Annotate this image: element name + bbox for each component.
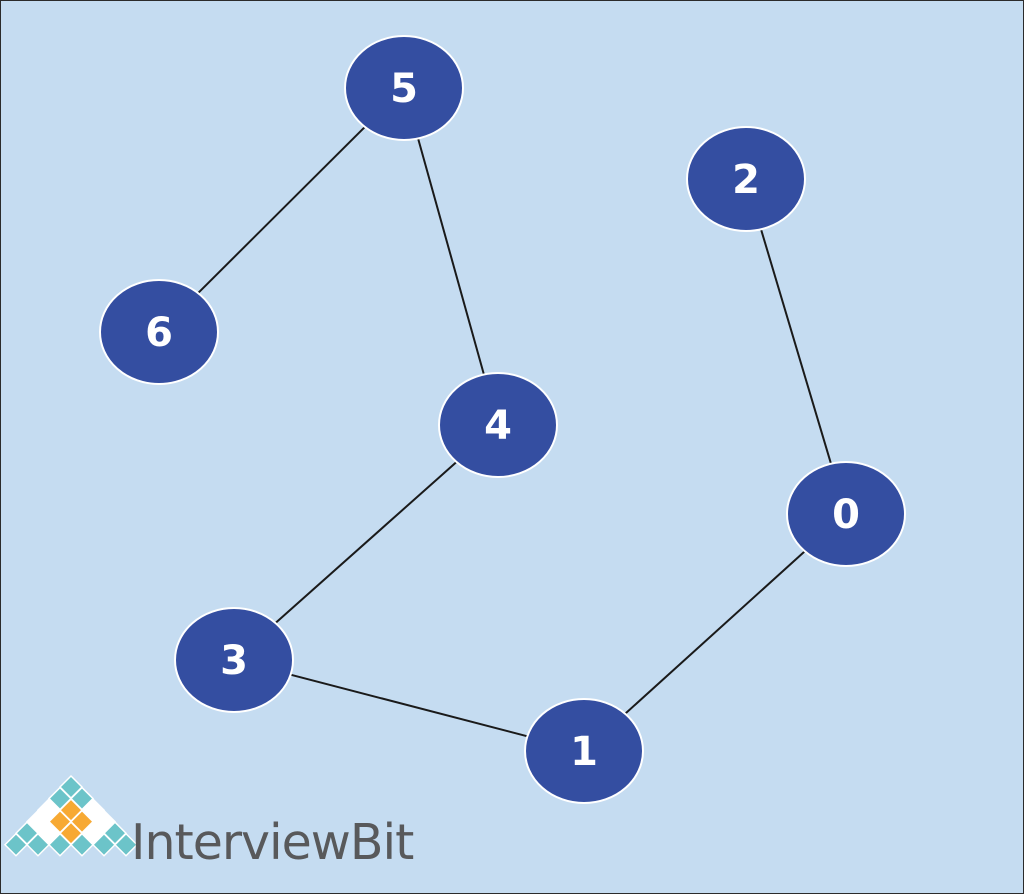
node-2: 2 (686, 126, 806, 232)
logo-diamond (113, 832, 139, 857)
node-label: 1 (570, 729, 598, 775)
interviewbit-logo-icon (3, 774, 139, 857)
edges-layer (197, 126, 832, 738)
node-5: 5 (344, 35, 464, 141)
node-3: 3 (174, 607, 294, 713)
node-label: 3 (220, 638, 248, 684)
brand-name: InterviewBit (131, 814, 414, 871)
node-label: 4 (484, 403, 512, 449)
edge-3-1 (290, 673, 528, 738)
node-6: 6 (99, 279, 219, 385)
node-circle (686, 126, 806, 232)
edge-5-4 (417, 138, 485, 375)
interviewbit-logo: InterviewBit (3, 774, 415, 871)
node-circle (99, 279, 219, 385)
node-label: 0 (832, 492, 860, 538)
node-circle (524, 698, 644, 804)
edge-1-0 (624, 550, 806, 715)
node-circle (438, 372, 558, 478)
edge-4-3 (274, 461, 458, 624)
logo-diamond (47, 832, 73, 857)
logo-diamond (69, 832, 95, 857)
node-label: 5 (390, 66, 418, 112)
node-label: 6 (145, 310, 173, 356)
logo-diamond (3, 832, 29, 857)
node-1: 1 (524, 698, 644, 804)
node-4: 4 (438, 372, 558, 478)
brand-name-part1: Interview (131, 814, 350, 871)
node-circle (344, 35, 464, 141)
node-label: 2 (732, 157, 760, 203)
node-circle (174, 607, 294, 713)
logo-diamond (91, 832, 117, 857)
edge-5-6 (197, 126, 366, 294)
node-circle (786, 461, 906, 567)
brand-name-part2: Bit (350, 814, 414, 871)
nodes-layer: 5 2 6 4 0 3 1 (99, 35, 906, 804)
logo-diamond (25, 832, 51, 857)
node-0: 0 (786, 461, 906, 567)
edge-0-2 (760, 229, 832, 464)
